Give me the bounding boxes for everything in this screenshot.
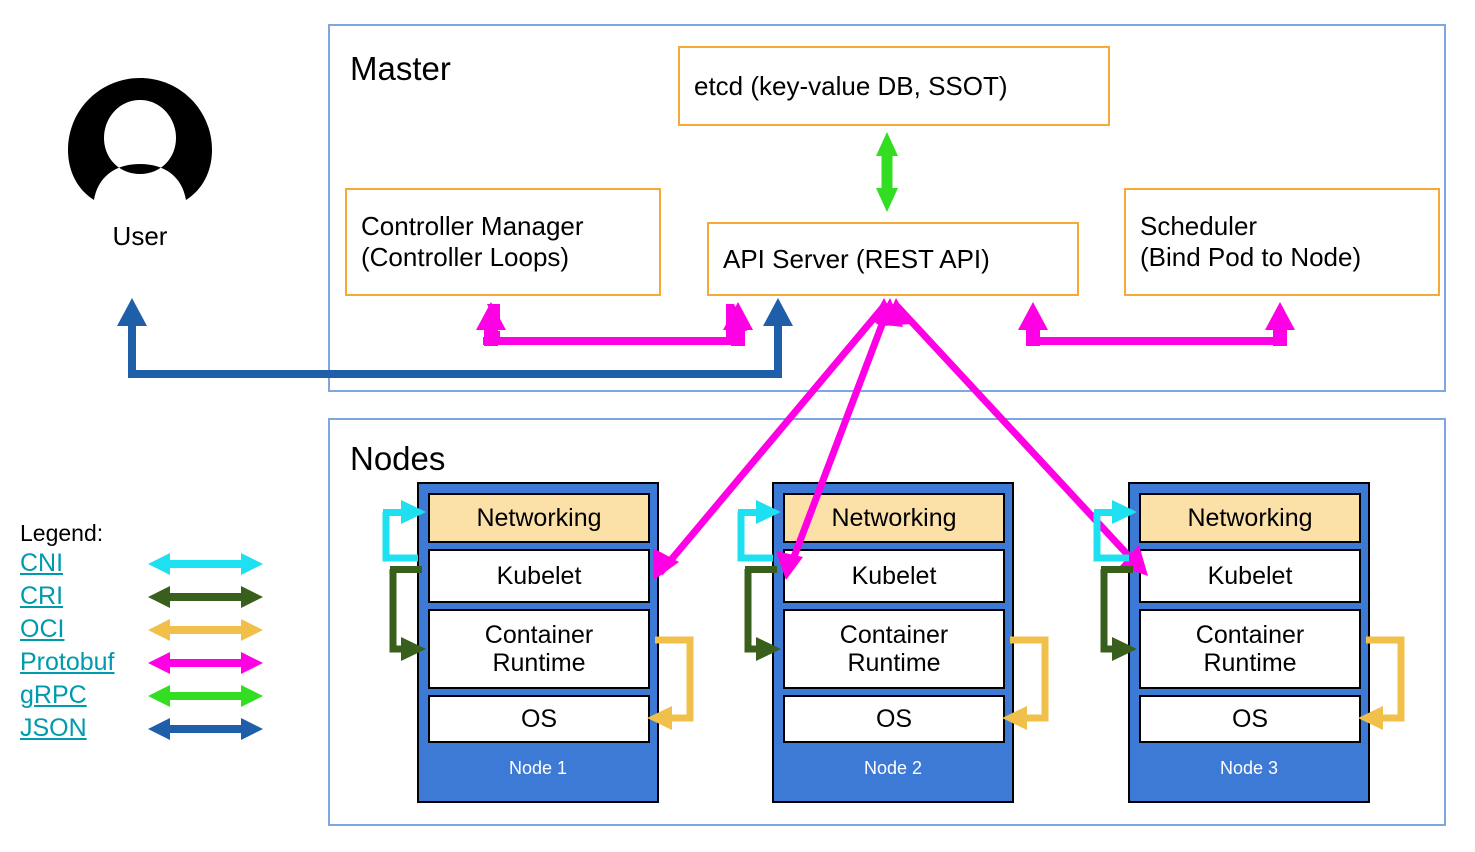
legend-label-cri[interactable]: CRI bbox=[20, 582, 64, 610]
component-etcd[interactable]: etcd (key-value DB, SSOT) bbox=[678, 46, 1110, 126]
node-1-os[interactable]: OS bbox=[428, 695, 650, 743]
legend-label-oci[interactable]: OCI bbox=[20, 615, 65, 643]
node-2-networking[interactable]: Networking bbox=[783, 493, 1005, 543]
legend-row-protobuf: Protobuf bbox=[20, 646, 263, 679]
legend-arrow-json bbox=[148, 717, 263, 740]
legend-row-cni: CNI bbox=[20, 547, 263, 580]
component-api-server-label: API Server (REST API) bbox=[723, 243, 990, 274]
component-scheduler[interactable]: Scheduler (Bind Pod to Node) bbox=[1124, 188, 1440, 296]
node-2-label: Node 2 bbox=[863, 758, 923, 778]
node-1-container-runtime[interactable]: Container Runtime bbox=[428, 609, 650, 689]
user-actor: User bbox=[60, 72, 220, 252]
node-1-kubelet[interactable]: Kubelet bbox=[428, 549, 650, 603]
node-1-label: Node 1 bbox=[508, 758, 568, 778]
node-3[interactable]: Networking Kubelet Container Runtime OS … bbox=[1128, 482, 1370, 803]
node-2[interactable]: Networking Kubelet Container Runtime OS … bbox=[772, 482, 1014, 803]
user-label: User bbox=[112, 221, 168, 251]
component-api-server[interactable]: API Server (REST API) bbox=[707, 222, 1079, 296]
legend-arrow-protobuf bbox=[148, 651, 263, 674]
node-2-kubelet[interactable]: Kubelet bbox=[783, 549, 1005, 603]
node-3-kubelet[interactable]: Kubelet bbox=[1139, 549, 1361, 603]
node-1-networking[interactable]: Networking bbox=[428, 493, 650, 543]
legend-arrow-cni bbox=[148, 552, 263, 575]
legend-row-oci: OCI bbox=[20, 613, 263, 646]
legend-row-json: JSON bbox=[20, 712, 263, 745]
legend-label-protobuf[interactable]: Protobuf bbox=[20, 648, 115, 676]
master-group-title: Master bbox=[350, 50, 451, 87]
legend: Legend: CNI CRI OCI Protobuf bbox=[20, 520, 263, 745]
component-etcd-label: etcd (key-value DB, SSOT) bbox=[694, 70, 1008, 101]
node-3-networking[interactable]: Networking bbox=[1139, 493, 1361, 543]
component-scheduler-label: Scheduler (Bind Pod to Node) bbox=[1140, 211, 1362, 272]
node-3-label: Node 3 bbox=[1219, 758, 1279, 778]
node-2-os[interactable]: OS bbox=[783, 695, 1005, 743]
node-2-container-runtime[interactable]: Container Runtime bbox=[783, 609, 1005, 689]
node-3-container-runtime[interactable]: Container Runtime bbox=[1139, 609, 1361, 689]
node-1[interactable]: Networking Kubelet Container Runtime OS … bbox=[417, 482, 659, 803]
user-avatar-icon bbox=[68, 78, 212, 200]
legend-row-grpc: gRPC bbox=[20, 679, 263, 712]
legend-label-grpc[interactable]: gRPC bbox=[20, 681, 87, 709]
nodes-group-title: Nodes bbox=[350, 440, 446, 477]
legend-title: Legend: bbox=[20, 520, 104, 546]
node-3-os[interactable]: OS bbox=[1139, 695, 1361, 743]
legend-row-cri: CRI bbox=[20, 580, 263, 613]
legend-arrow-oci bbox=[148, 618, 263, 641]
legend-arrow-grpc bbox=[148, 684, 263, 707]
legend-label-cni[interactable]: CNI bbox=[20, 549, 64, 577]
legend-label-json[interactable]: JSON bbox=[20, 714, 87, 742]
legend-arrow-cri bbox=[148, 585, 263, 608]
component-controller-manager[interactable]: Controller Manager (Controller Loops) bbox=[345, 188, 661, 296]
component-controller-manager-label: Controller Manager (Controller Loops) bbox=[361, 211, 584, 272]
